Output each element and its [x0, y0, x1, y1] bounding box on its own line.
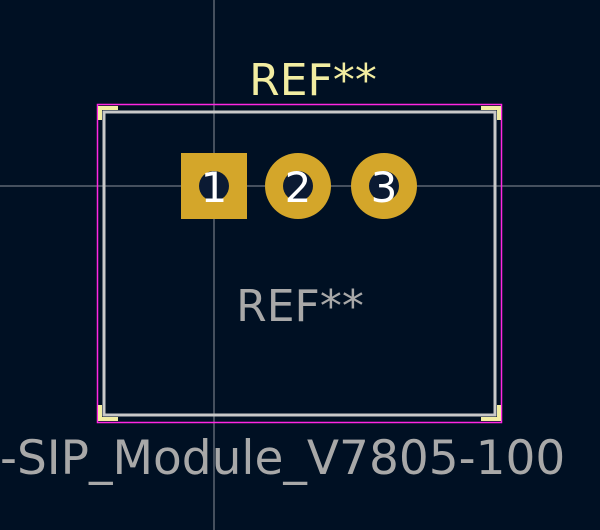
- silkscreen-corner-top-left: [98, 106, 118, 120]
- pad-1[interactable]: 1: [181, 153, 247, 219]
- value-label[interactable]: -SIP_Module_V7805-100: [0, 431, 565, 486]
- pad-2-hole: [283, 171, 313, 201]
- pad-1-hole: [199, 171, 229, 201]
- reference-fabrication-label[interactable]: REF**: [236, 281, 364, 332]
- pad-3[interactable]: 3: [351, 153, 417, 219]
- pad-1-number: 1: [201, 163, 228, 212]
- pad-2[interactable]: 2: [265, 153, 331, 219]
- silkscreen-corner-bottom-left: [98, 405, 118, 421]
- silkscreen-corners: [98, 106, 501, 421]
- pad-2-number: 2: [285, 163, 312, 212]
- silkscreen-corner-bottom-right: [481, 405, 501, 421]
- pad-3-hole: [369, 171, 399, 201]
- courtyard-outline[interactable]: [96, 103, 503, 424]
- reference-silkscreen-label[interactable]: REF**: [249, 55, 377, 106]
- fabrication-outline[interactable]: [102, 110, 497, 417]
- pad-3-number: 3: [371, 163, 398, 212]
- silkscreen-corner-top-right: [481, 106, 501, 120]
